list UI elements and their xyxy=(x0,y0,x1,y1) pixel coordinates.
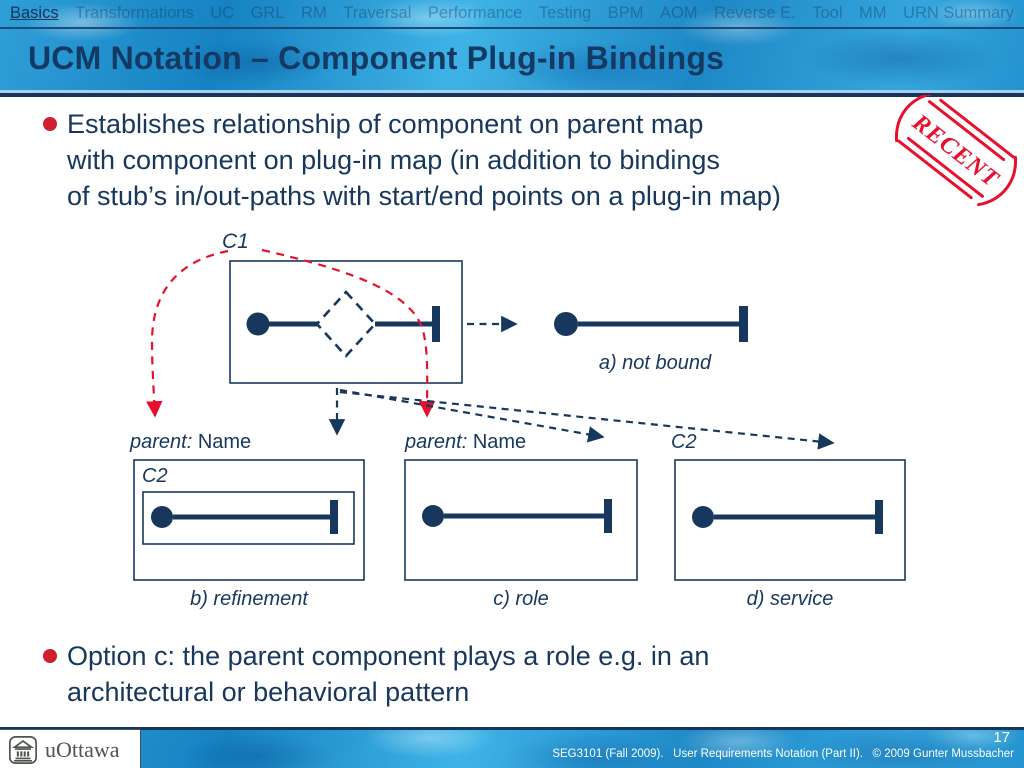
nav-item-bpm[interactable]: BPM xyxy=(607,4,644,22)
binding-curve-right xyxy=(261,248,436,418)
nav-item-aom[interactable]: AOM xyxy=(659,4,698,22)
parent-label-b: parent: Name xyxy=(130,431,251,454)
header-divider-navy xyxy=(0,93,1024,97)
bullet-text-2: Option c: the parent component plays a r… xyxy=(67,641,710,707)
stamp-line-bottom-inner xyxy=(906,136,984,198)
stamp-paren-right xyxy=(977,155,1017,207)
c1-label: C1 xyxy=(222,230,249,253)
end-point-bar xyxy=(330,500,338,534)
parent-prefix: parent: xyxy=(130,431,193,453)
nav-bar: Basics Transformations UC GRL RM Travers… xyxy=(0,0,1024,29)
caption-not-bound: a) not bound xyxy=(598,352,712,374)
stamp-line-top-inner xyxy=(928,100,1006,162)
c2-label-d: C2 xyxy=(671,431,697,453)
link-arrow-role xyxy=(339,388,605,443)
nav-item-performance[interactable]: Performance xyxy=(427,4,523,22)
title-bar: UCM Notation – Component Plug-in Binding… xyxy=(0,31,1024,90)
parent-name: Name xyxy=(472,431,527,453)
parent-name: Name xyxy=(197,431,252,453)
c2-label-b: C2 xyxy=(142,465,168,487)
footer-divider xyxy=(0,727,1024,730)
footer-credits: SEG3101 (Fall 2009). User Requirements N… xyxy=(552,748,1014,760)
nav-item-reverse-e[interactable]: Reverse E. xyxy=(714,4,796,22)
nav-item-basics[interactable]: Basics xyxy=(10,4,59,22)
stamp-line-top-outer xyxy=(939,98,1015,159)
bullet-item-1: Establishes relationship of component on… xyxy=(43,106,913,214)
header-divider-light xyxy=(0,90,1024,93)
stub-diamond xyxy=(315,290,377,358)
start-point xyxy=(422,505,444,527)
footer-band xyxy=(0,730,1024,768)
uottawa-logo: uOttawa xyxy=(0,729,141,768)
end-point-bar xyxy=(739,306,748,342)
bullet-dot xyxy=(43,649,57,663)
stamp-label: RECENT xyxy=(907,109,1004,193)
page-number: 17 xyxy=(993,729,1010,746)
caption-service: d) service xyxy=(746,588,834,610)
nav-item-rm[interactable]: RM xyxy=(301,4,327,22)
bullet-dot xyxy=(43,117,57,131)
uottawa-building-icon xyxy=(9,735,37,764)
start-point xyxy=(692,506,714,528)
nav-item-grl[interactable]: GRL xyxy=(250,4,285,22)
end-point-bar xyxy=(432,306,440,342)
bullet-item-2: Option c: the parent component plays a r… xyxy=(43,638,963,710)
nav-item-mm[interactable]: MM xyxy=(859,4,887,22)
end-point-bar xyxy=(604,499,612,533)
nav-item-uc[interactable]: UC xyxy=(210,4,235,22)
caption-refinement: b) refinement xyxy=(190,588,308,610)
parent-prefix: parent: xyxy=(405,431,468,453)
parent-box-b xyxy=(133,459,365,581)
end-point-bar xyxy=(875,500,883,534)
start-point xyxy=(554,312,578,336)
start-point xyxy=(246,312,270,336)
c1-component-box xyxy=(229,260,463,384)
start-point xyxy=(151,506,173,528)
parent-label-c: parent: Name xyxy=(405,431,526,454)
header-band: Basics Transformations UC GRL RM Travers… xyxy=(0,0,1024,90)
nav-item-traversal[interactable]: Traversal xyxy=(343,4,412,22)
page-title: UCM Notation – Component Plug-in Binding… xyxy=(28,40,725,76)
uottawa-logo-text: uOttawa xyxy=(45,736,120,762)
caption-role: c) role xyxy=(493,588,549,610)
binding-curve-left xyxy=(146,249,229,418)
c2-nested-box xyxy=(142,491,355,545)
nav-item-testing[interactable]: Testing xyxy=(538,4,592,22)
nav-item-urn-summary[interactable]: URN Summary xyxy=(903,4,1014,22)
parent-box-c xyxy=(404,459,638,581)
c2-box-d xyxy=(674,459,906,581)
nav-item-transformations[interactable]: Transformations xyxy=(75,4,194,22)
nav-item-tool[interactable]: Tool xyxy=(812,4,843,22)
bullet-text-1: Establishes relationship of component on… xyxy=(67,109,781,211)
